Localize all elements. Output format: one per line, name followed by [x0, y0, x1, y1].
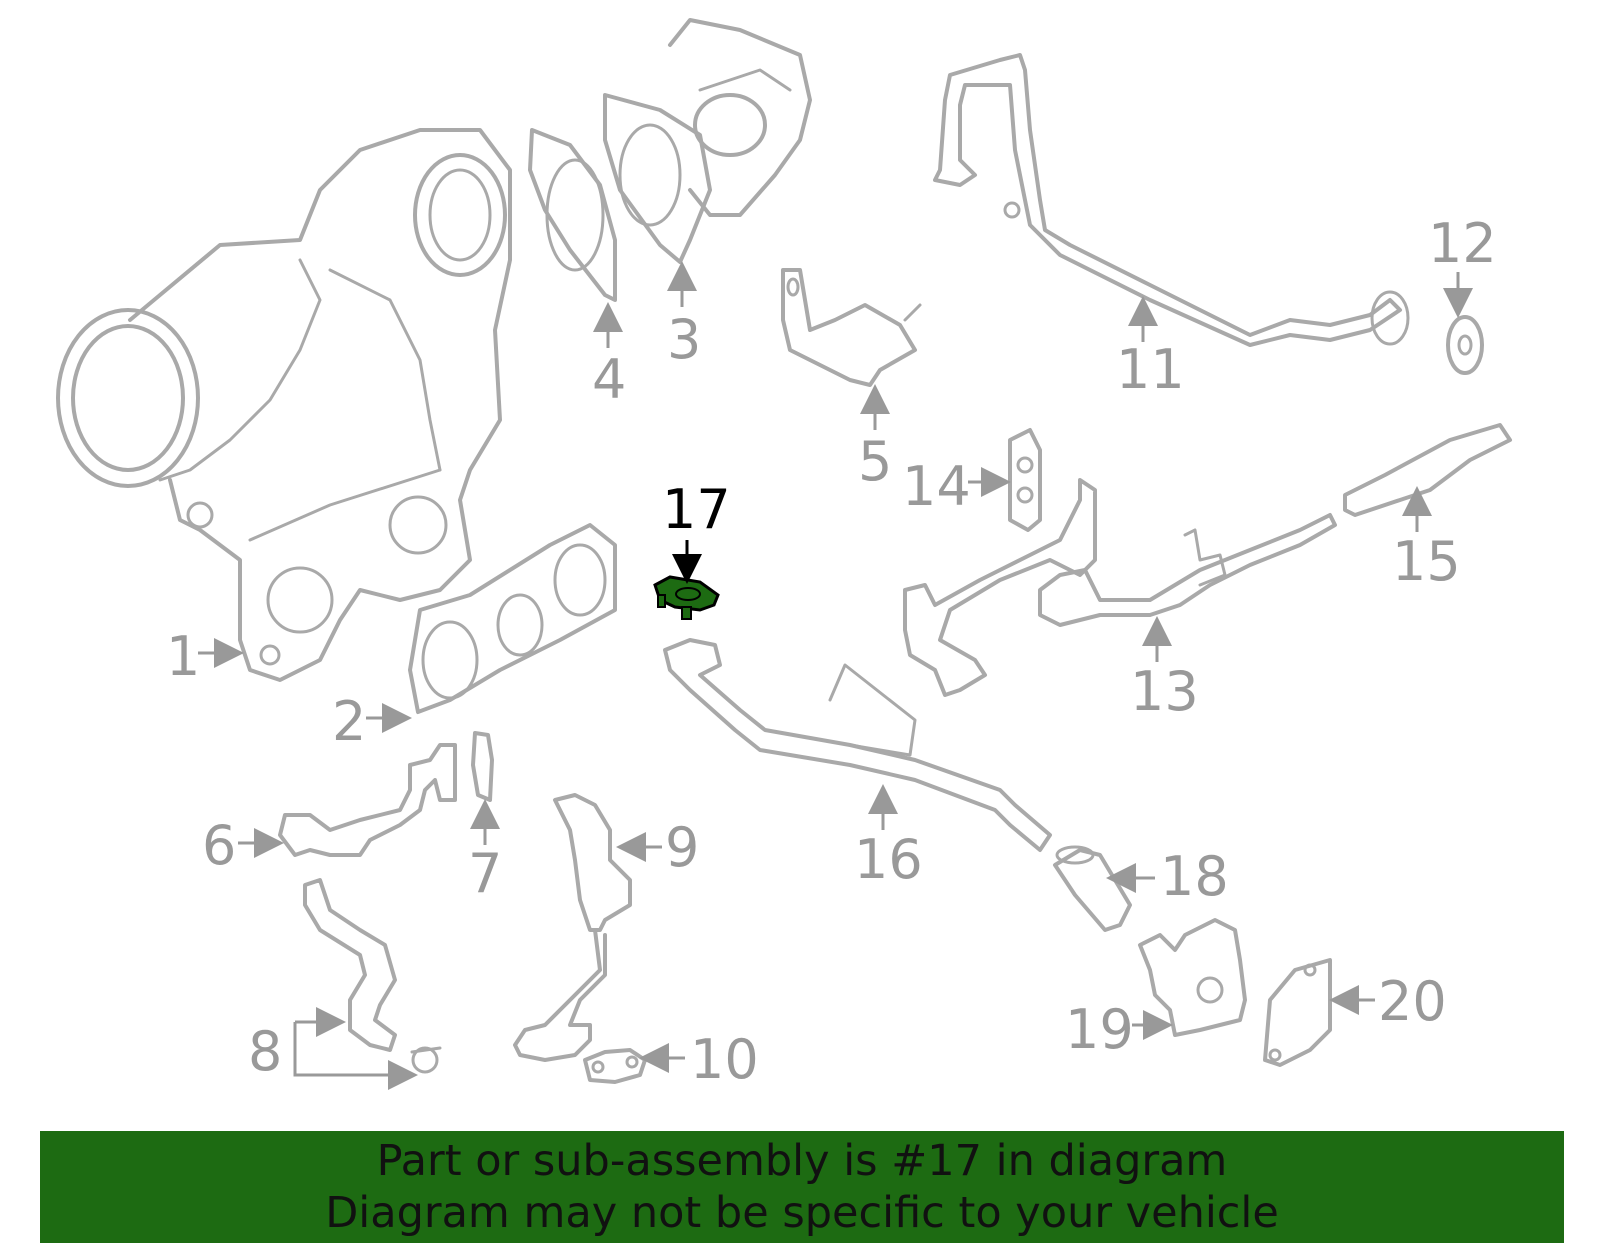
- callout-19: 19: [1065, 998, 1134, 1061]
- callout-8: 8: [248, 1020, 282, 1083]
- part-15-tube[interactable]: [1343, 423, 1512, 517]
- callout-6: 6: [202, 814, 236, 877]
- part-18-hose[interactable]: [1053, 845, 1132, 932]
- parts-diagram: 1 2 3 4 5 6 7 8 9 10 11 12 13 14 15 16 1…: [56, 18, 1512, 1091]
- callout-11: 11: [1116, 338, 1185, 401]
- part-4-gasket[interactable]: [528, 128, 617, 302]
- callout-13: 13: [1130, 660, 1199, 723]
- part-19-housing[interactable]: [1138, 918, 1247, 1037]
- part-7-gasket[interactable]: [471, 731, 494, 802]
- part-11-oil-line[interactable]: [933, 53, 1410, 347]
- callout-20: 20: [1378, 970, 1447, 1033]
- info-banner: Part or sub-assembly is #17 in diagram D…: [40, 1131, 1564, 1243]
- callout-3: 3: [667, 308, 701, 371]
- part-2-gasket[interactable]: [408, 523, 617, 714]
- callout-4: 4: [592, 348, 626, 411]
- part-9-bracket[interactable]: [513, 793, 632, 1062]
- callout-16: 16: [854, 828, 923, 891]
- part-3-valve-housing[interactable]: [603, 18, 812, 264]
- banner-line-2: Diagram may not be specific to your vehi…: [325, 1188, 1279, 1238]
- part-16-pipe[interactable]: [663, 638, 1052, 852]
- callout-5: 5: [858, 430, 892, 493]
- part-12-washer[interactable]: [1446, 315, 1484, 375]
- callout-14: 14: [902, 455, 971, 518]
- part-10-gasket[interactable]: [583, 1048, 647, 1084]
- banner-line-1: Part or sub-assembly is #17 in diagram: [376, 1136, 1228, 1186]
- callout-15: 15: [1392, 530, 1461, 593]
- callout-12: 12: [1428, 212, 1497, 275]
- part-5-bracket[interactable]: [781, 268, 922, 387]
- callout-1: 1: [166, 625, 200, 688]
- arrow-8-bracket: [293, 1022, 412, 1077]
- callout-9: 9: [665, 816, 699, 879]
- part-6-tube-assembly[interactable]: [278, 743, 457, 857]
- part-20-plate[interactable]: [1263, 958, 1332, 1067]
- callout-10: 10: [690, 1028, 759, 1091]
- callout-labels: 1 2 3 4 5 6 7 8 9 10 11 12 13 14 15 16 1…: [166, 212, 1497, 1091]
- callout-2: 2: [332, 690, 366, 753]
- part-17-flange-highlighted[interactable]: [653, 575, 720, 620]
- callout-17: 17: [662, 478, 731, 541]
- pipe-with-bracket: [903, 478, 1097, 697]
- part-13-line[interactable]: [1038, 513, 1337, 627]
- part-1-turbocharger[interactable]: [56, 128, 512, 682]
- leader-arrows: [198, 261, 1473, 1090]
- part-14-gasket[interactable]: [1008, 428, 1042, 532]
- part-8-hose[interactable]: [303, 878, 442, 1074]
- callout-18: 18: [1160, 845, 1229, 908]
- callout-7: 7: [468, 842, 502, 905]
